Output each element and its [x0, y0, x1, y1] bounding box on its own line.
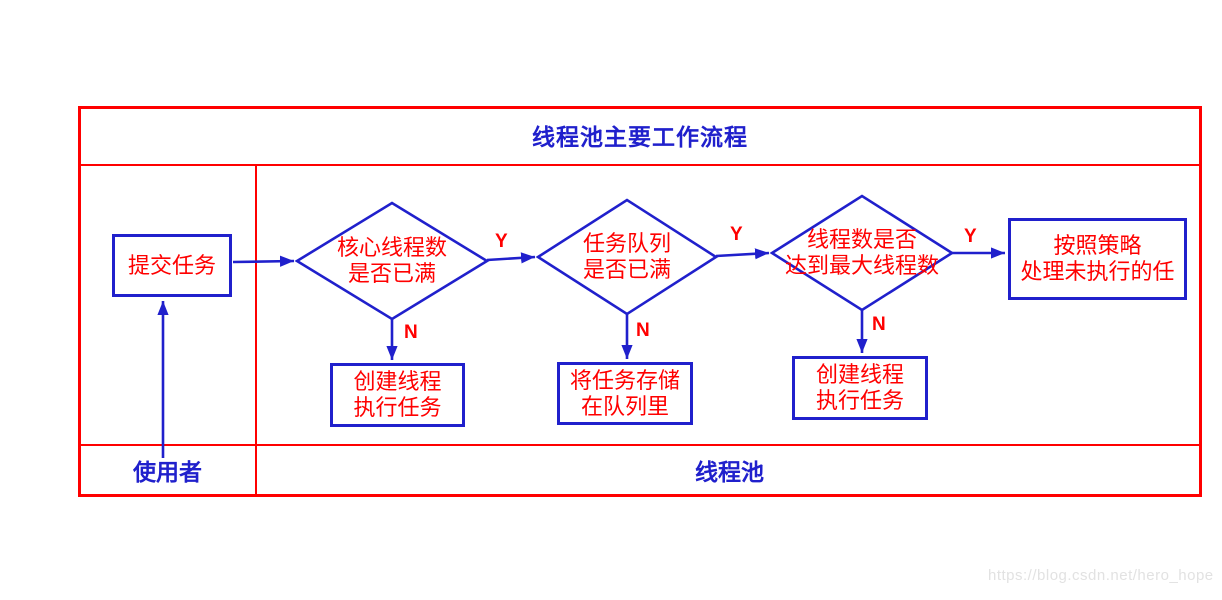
node-store-in-queue-line2: 在队列里: [580, 393, 669, 419]
arrow-submit-to-core-decision: [232, 255, 295, 267]
decision-max-threads-line1: 线程数是否: [806, 227, 917, 252]
title-row-divider: [78, 164, 1202, 166]
node-create-thread-2-line1: 创建线程: [815, 362, 904, 387]
node-create-thread-1: 创建线程 执行任务: [330, 363, 465, 427]
node-create-thread-1-line1: 创建线程: [353, 369, 442, 394]
node-create-thread-1-line2: 执行任务: [353, 395, 442, 420]
decision-max-threads-text: 线程数是否 达到最大线程数: [752, 227, 972, 279]
edge-label-yes-3: Y: [964, 226, 977, 247]
edge-label-no-3: N: [872, 314, 886, 335]
decision-queue-full-text: 任务队列 是否已满: [527, 231, 727, 283]
node-create-thread-2-line2: 执行任务: [815, 388, 904, 413]
node-store-in-queue: 将任务存储 在队列里: [557, 362, 693, 425]
arrow-queue-yes-to-max-decision: [715, 248, 770, 260]
decision-core-full-shape: [294, 201, 490, 321]
node-submit-task: 提交任务: [112, 234, 232, 297]
node-submit-task-label: 提交任务: [127, 252, 216, 278]
node-policy-action: 按照策略 处理未执行的任: [1008, 218, 1187, 300]
user-pool-divider: [255, 164, 257, 495]
edge-label-yes-1: Y: [495, 231, 508, 252]
decision-max-threads-line2: 达到最大线程数: [784, 253, 939, 278]
node-policy-action-line1: 按照策略: [1053, 233, 1142, 258]
diagram-frame: [78, 106, 1202, 497]
lane-label-user: 使用者: [133, 460, 202, 485]
arrow-core-yes-to-queue-decision: [486, 252, 536, 264]
edge-label-no-2: N: [636, 320, 650, 341]
watermark-url: https://blog.csdn.net/hero_hope: [988, 567, 1214, 584]
decision-core-full-line2: 是否已满: [347, 261, 436, 286]
node-create-thread-2: 创建线程 执行任务: [792, 356, 928, 420]
decision-core-full-line1: 核心线程数: [336, 235, 447, 260]
diagram-title: 线程池主要工作流程: [532, 125, 748, 150]
edge-label-yes-2: Y: [730, 224, 743, 245]
edge-label-no-1: N: [404, 322, 418, 343]
lane-row-divider: [78, 444, 1202, 446]
node-store-in-queue-line1: 将任务存储: [569, 367, 680, 393]
decision-core-full-text: 核心线程数 是否已满: [292, 235, 492, 287]
decision-queue-full-shape: [535, 198, 719, 316]
node-policy-action-line2: 处理未执行的任: [1020, 259, 1175, 284]
decision-queue-full-line2: 是否已满: [582, 257, 671, 282]
decision-queue-full-line1: 任务队列: [582, 231, 671, 256]
lane-label-pool: 线程池: [695, 460, 764, 485]
